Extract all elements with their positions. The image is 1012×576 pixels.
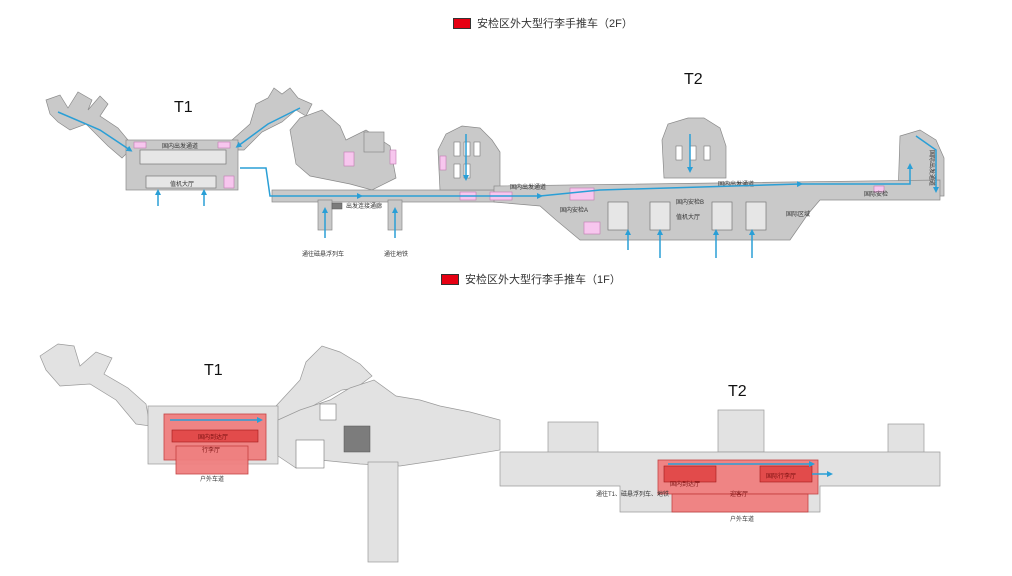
gate-box <box>473 141 481 157</box>
t2-label-1f: T2 <box>728 383 747 400</box>
south-link-1f <box>367 461 399 563</box>
t2-center-block <box>717 409 765 453</box>
t2-intl-security: 国际安检 <box>864 190 888 198</box>
gate-box <box>453 141 461 157</box>
t2-curb-label: 户外车道 <box>730 515 754 523</box>
flow-lines-1f <box>170 417 833 477</box>
legend-1f-text: 安检区外大型行李手推车（1F） <box>465 274 621 286</box>
t1-right-pier <box>231 87 313 151</box>
t2-left-pier <box>437 125 501 191</box>
t1-shop <box>223 175 235 189</box>
map-1f: T1 国内到达厅 行李厅 户外车道 T2 国内到达厅 国际行李厅 迎客厅 户外车… <box>39 343 941 563</box>
gate-box <box>675 145 683 161</box>
t2-domestic-departure-right: 国内出发通道 <box>718 180 754 188</box>
t2-curb-zone <box>671 493 809 513</box>
t2-checkin-island <box>649 201 671 231</box>
t1-shop <box>217 141 231 149</box>
t1-curb-label: 户外车道 <box>200 475 224 483</box>
t2-arrival-label: 国内到达厅 <box>670 480 700 488</box>
t2-intl-departure-corridor: 国际出发通道 <box>928 150 936 186</box>
t2-domestic-departure-corridor: 国内出发通道 <box>510 183 546 191</box>
t2-shop <box>583 221 601 235</box>
t1-arrival-label: 国内到达厅 <box>198 433 228 441</box>
t2-arrival-hall-zone <box>663 465 717 483</box>
center-shop <box>389 149 397 165</box>
t2-checkin-island <box>711 201 733 231</box>
t1-departure-band <box>139 149 227 165</box>
to-metro-label: 通往地铁 <box>384 250 408 258</box>
t2-label-2f: T2 <box>684 71 703 88</box>
t1-checkin-band <box>145 175 217 189</box>
center-white-block <box>295 439 325 469</box>
t1-left-wing-1f <box>39 343 151 427</box>
t2-baggage-label: 国际行李厅 <box>766 472 796 480</box>
gate-box <box>453 163 461 179</box>
to-train-label: 通往磁悬浮列车 <box>302 250 344 258</box>
connector-marker <box>331 202 343 210</box>
legend-1f: 安检区外大型行李手推车（1F） <box>441 271 621 287</box>
legend-2f-text: 安检区外大型行李手推车（2F） <box>477 18 633 30</box>
t2-domestic-security-b: 国内安检B <box>676 198 704 206</box>
gate-box <box>463 141 471 157</box>
center-dark-block <box>343 425 371 453</box>
t1-arrival-hall-zone <box>171 429 259 443</box>
connector-label: 出发连接通廊 <box>346 202 382 210</box>
t2-welcome-label: 迎客厅 <box>730 490 748 498</box>
gate-box <box>463 163 471 179</box>
legend-swatch <box>453 17 471 29</box>
t2-east-block <box>887 423 925 455</box>
t2-shop <box>439 155 447 171</box>
t2-intl-zone: 国际区域 <box>786 210 810 218</box>
map-2f: T1 国内出发通道 值机大厅 出发连接通廊 通往磁悬浮列车 通往地铁 T2 <box>45 71 945 258</box>
center-tower <box>363 131 385 153</box>
gate-box <box>703 145 711 161</box>
center-shop <box>343 151 355 167</box>
t2-shop <box>569 187 595 201</box>
t1-checkin-label: 值机大厅 <box>170 180 194 188</box>
center-white-block <box>319 403 337 421</box>
t1-shop <box>133 141 147 149</box>
t2-checkin-island <box>607 201 629 231</box>
t2-transit-label: 通往T1、磁悬浮列车、地铁 <box>596 490 669 498</box>
t1-curb-zone <box>175 445 249 475</box>
t1-baggage-label: 行李厅 <box>202 446 220 454</box>
legend-2f: 安检区外大型行李手推车（2F） <box>453 15 633 31</box>
t2-checkin-island <box>745 201 767 231</box>
legend-swatch <box>441 273 459 285</box>
flow-lines-2f <box>57 107 939 258</box>
t1-label-2f: T1 <box>174 99 193 116</box>
t1-domestic-departure-label: 国内出发通道 <box>162 142 198 150</box>
gate-box <box>689 145 697 161</box>
t2-checkin-label: 值机大厅 <box>676 213 700 221</box>
t2-shop <box>873 185 885 193</box>
t2-domestic-security-a: 国内安检A <box>560 206 588 214</box>
t1-label-1f: T1 <box>204 362 223 379</box>
